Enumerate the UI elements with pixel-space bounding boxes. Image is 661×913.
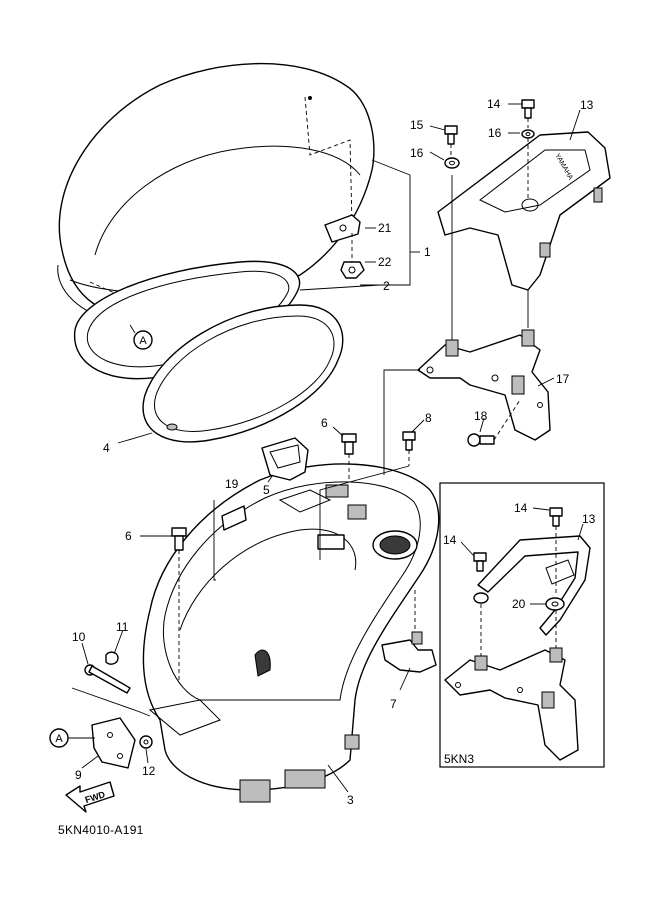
- seat-bracket-lines: [299, 159, 420, 291]
- callout-5: 5: [263, 483, 270, 497]
- inset-callout-14-right: 14: [514, 501, 528, 515]
- callout-8: 8: [425, 411, 432, 425]
- callout-6-left: 6: [125, 529, 132, 543]
- inset-callout-14-left: 14: [443, 533, 457, 547]
- bolt-part-18: [467, 433, 495, 447]
- callout-15: 15: [410, 118, 424, 132]
- callout-13: 13: [580, 98, 594, 112]
- callout-19: 19: [225, 477, 239, 491]
- bolt-part-14: [521, 99, 535, 128]
- callout-3: 3: [347, 793, 354, 807]
- reference-marker-a-lower-text: A: [55, 733, 63, 745]
- bin-trim-part-5: [261, 437, 309, 481]
- callout-16-upper: 16: [488, 126, 502, 140]
- hinge-guide-line: [71, 687, 151, 717]
- callout-labels: 1 2 3 4 5 6 6 7 8 9 10 11 12 13 14 15 16…: [72, 97, 596, 807]
- washer-part-16-lower: [444, 157, 460, 169]
- seat-seal-band: [73, 260, 301, 380]
- storage-bin: [142, 463, 440, 803]
- callout-7: 7: [390, 697, 397, 711]
- inset-callout-20: 20: [512, 597, 526, 611]
- callout-11: 11: [116, 620, 129, 634]
- callout-14: 14: [487, 97, 501, 111]
- callout-1: 1: [424, 245, 431, 259]
- callout-16-lower: 16: [410, 146, 424, 160]
- bolt-18-guide: [493, 399, 521, 441]
- seal-gasket-part-4: [142, 304, 344, 443]
- inset-callout-13: 13: [582, 512, 596, 526]
- latch-part-7: [381, 590, 437, 673]
- bolt-part-8: [402, 431, 416, 466]
- carrier-bracket: [417, 329, 551, 441]
- clip-part-11: [105, 651, 119, 665]
- hinge-plate-part-9: [91, 717, 136, 769]
- callout-4: 4: [103, 441, 110, 455]
- callout-17: 17: [556, 372, 570, 386]
- forward-arrow-icon: FWD: [65, 781, 115, 813]
- callout-9: 9: [75, 768, 82, 782]
- washer-part-16-upper: [521, 129, 535, 200]
- inset-variant-box: 5KN3: [439, 482, 605, 768]
- inset-variant-label: 5KN3: [444, 752, 474, 766]
- bolt-part-15: [444, 125, 458, 158]
- seat-nut: [340, 261, 365, 279]
- callout-10: 10: [72, 630, 86, 644]
- reference-marker-a-upper-text: A: [139, 335, 147, 347]
- callout-12: 12: [142, 764, 156, 778]
- nut-part-12: [139, 735, 153, 749]
- hinge-pin-part-10: [84, 664, 131, 694]
- bin-guide-line-mid: [319, 465, 410, 560]
- callout-18: 18: [474, 409, 488, 423]
- label-part-19: [213, 500, 247, 581]
- leader-lines: [81, 103, 584, 793]
- rear-carrier: YAMAHA: [437, 131, 611, 291]
- bolt-part-6-left: [171, 527, 187, 680]
- reference-marker-a-lower: A: [49, 728, 95, 748]
- diagram-code: 5KN4010-A191: [58, 823, 144, 837]
- callout-6-upper: 6: [321, 416, 328, 430]
- bin-guide-line-right: [383, 369, 420, 475]
- callout-22: 22: [378, 255, 392, 269]
- callout-2: 2: [383, 279, 390, 293]
- seat-hinge-plate: [324, 214, 361, 262]
- bolt-part-6-upper: [341, 433, 357, 480]
- reference-marker-a-upper: A: [129, 324, 153, 350]
- callout-21: 21: [378, 221, 392, 235]
